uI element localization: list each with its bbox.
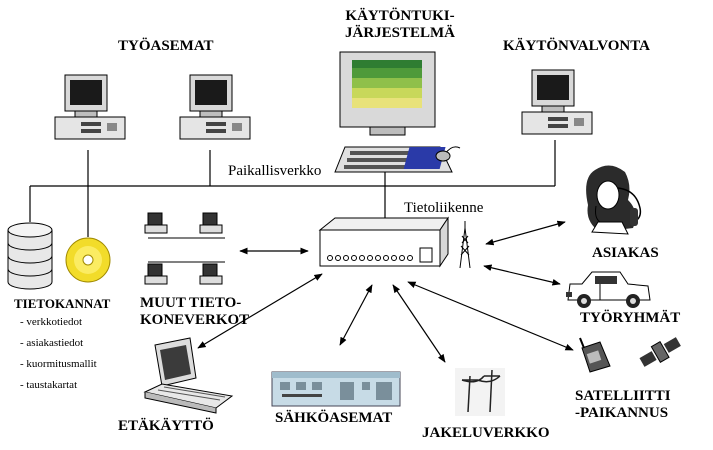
portable-terminal-icon [143,337,234,414]
other-networks-label-line1: MUUT TIETO- [140,295,242,311]
cd-disc-icon [65,237,111,283]
remote-access-label: ETÄKÄYTTÖ [118,418,214,434]
lan-lines [29,140,556,237]
support-system-label: KÄYTÖNTUKI- JÄRJESTELMÄ [325,8,475,42]
database-item: asiakastiedot [20,333,97,354]
database-cylinder-icon [7,222,53,290]
databases-label: TIETOKANNAT [14,296,111,311]
desktop-computer-icon [521,69,593,135]
satellite-label-line2: -PAIKANNUS [575,405,669,421]
lan-label: Paikallisverkko [228,163,322,179]
customer-label: ASIAKAS [592,245,659,261]
satellite-label: SATELLIITTI -PAIKANNUS [575,388,671,422]
database-items-list: verkkotiedot asiakastiedot kuormitusmall… [20,312,97,396]
color-monitor-terminal-icon [334,51,461,173]
field-vehicle-icon [566,271,651,308]
connection-arrows [197,220,574,363]
database-item: taustakartat [20,375,97,396]
distribution-network-label: JAKELUVERKKO [422,425,550,441]
support-system-label-line1: KÄYTÖNTUKI- [345,8,455,24]
support-system-label-line2: JÄRJESTELMÄ [344,25,456,41]
monitoring-label: KÄYTÖNVALVONTA [503,38,650,54]
computer-network-icon [144,212,225,285]
satellite-icon [579,337,681,373]
desktop-computer-icon [54,74,126,140]
power-pole-icon [455,368,505,416]
workstations-label: TYÖASEMAT [118,38,214,54]
person-phone-icon [586,165,642,235]
work-groups-label: TYÖRYHMÄT [580,310,681,326]
radio-mast-icon [459,221,471,269]
other-networks-label-line2: KONEVERKOT [140,312,250,328]
other-networks-label: MUUT TIETO- KONEVERKOT [140,295,249,329]
database-item: kuormitusmallit [20,354,96,375]
substations-label: SÄHKÖASEMAT [275,410,393,426]
satellite-label-line1: SATELLIITTI [575,388,671,404]
network-hub-icon [318,216,449,268]
desktop-computer-icon [179,74,251,140]
database-item: verkkotiedot [20,312,97,333]
telecom-label: Tietoliikenne [404,200,484,216]
substation-rack-icon [271,371,401,407]
